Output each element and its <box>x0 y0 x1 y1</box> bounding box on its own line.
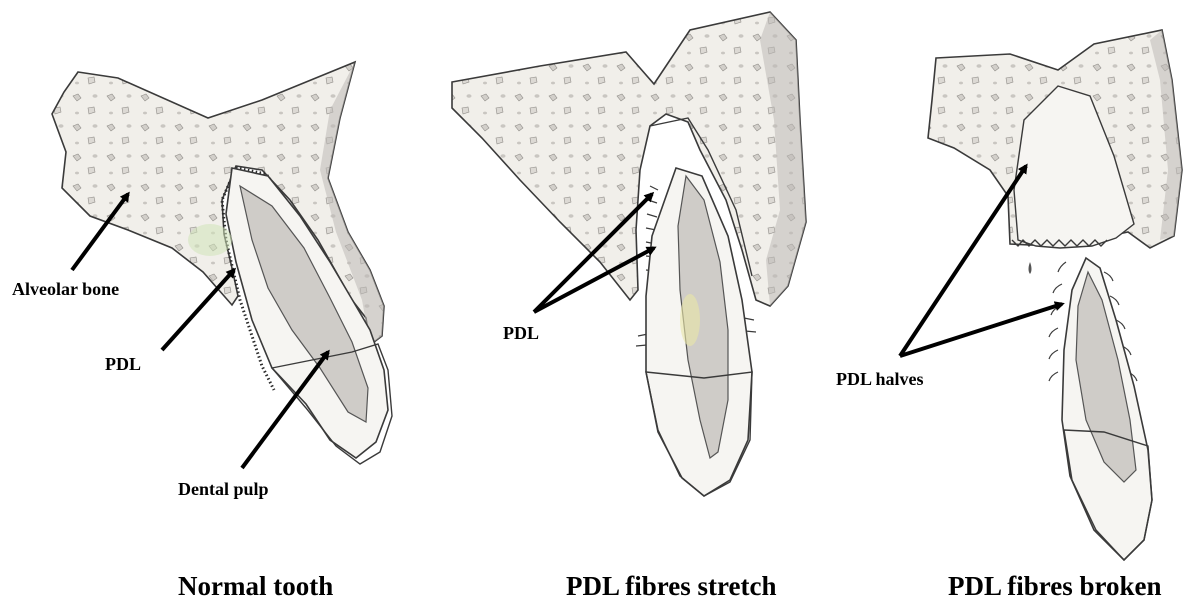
panel-pdl-fibres-broken <box>900 30 1182 560</box>
caption-normal-tooth: Normal tooth <box>178 573 333 600</box>
label-pdl-halves: PDL halves <box>836 370 924 388</box>
arrow-pdl <box>162 270 234 350</box>
arrow-pdl-halves-upper <box>900 166 1026 356</box>
panel-normal-tooth <box>52 62 392 468</box>
arrow-pdl-halves-lower <box>900 304 1062 356</box>
pulp-yellow-tint <box>680 294 700 346</box>
label-dental-pulp: Dental pulp <box>178 480 269 498</box>
panel-pdl-fibres-stretch <box>452 12 806 496</box>
caption-pdl-fibres-stretch: PDL fibres stretch <box>566 573 776 600</box>
bone-green-tint <box>188 224 232 256</box>
pdl-half-drop <box>1029 262 1032 274</box>
caption-pdl-fibres-broken: PDL fibres broken <box>948 573 1162 600</box>
label-pdl-stretch: PDL <box>503 324 539 342</box>
label-alveolar-bone: Alveolar bone <box>12 280 119 298</box>
label-pdl-normal: PDL <box>105 355 141 373</box>
